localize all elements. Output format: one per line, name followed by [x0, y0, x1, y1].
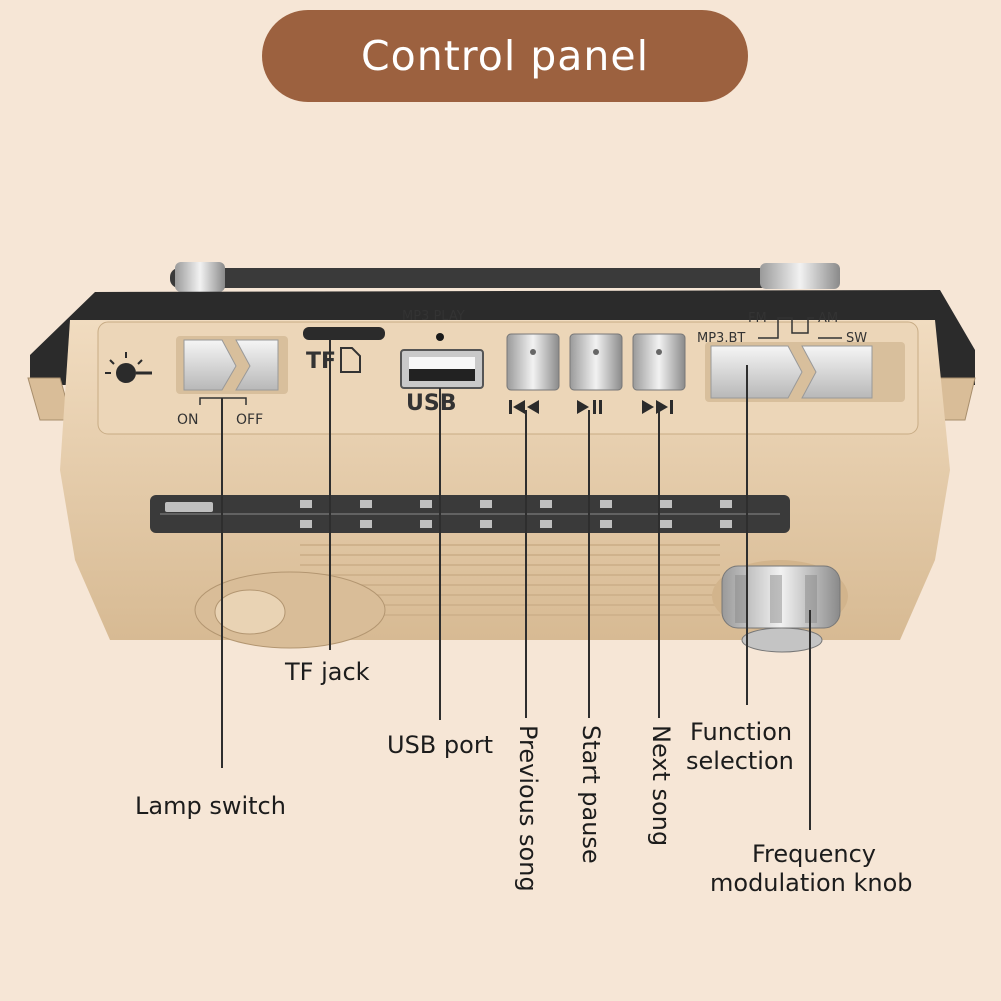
- next-button[interactable]: [632, 333, 686, 391]
- previous-button[interactable]: [506, 333, 560, 391]
- next-song-label: Next song: [647, 725, 675, 847]
- callout-lines: [221, 340, 811, 830]
- lamp-switch[interactable]: [176, 336, 288, 394]
- lamp-icon: [105, 352, 152, 383]
- usb-label: USB: [406, 391, 456, 416]
- usb-port[interactable]: [400, 349, 484, 389]
- function-selector-switch[interactable]: [705, 342, 905, 402]
- previous-icon: [509, 400, 539, 414]
- sd-card-icon: [340, 347, 361, 373]
- lamp-switch-label: Lamp switch: [135, 792, 286, 820]
- play-pause-icon: [577, 400, 602, 414]
- antenna: [170, 262, 840, 292]
- indicator-led: [436, 333, 444, 341]
- tf-label: TF: [306, 349, 336, 374]
- frequency-knob-label-line2: modulation knob: [710, 869, 913, 897]
- previous-song-label: Previous song: [514, 725, 542, 892]
- play-pause-button[interactable]: [569, 333, 623, 391]
- tf-slot[interactable]: [303, 327, 385, 340]
- page-title: Control panel: [262, 10, 748, 102]
- am-label: AM: [818, 311, 838, 326]
- start-pause-label: Start pause: [577, 725, 605, 864]
- on-label: ON: [177, 412, 199, 428]
- off-label: OFF: [236, 412, 263, 428]
- fm-label: FM: [748, 311, 767, 326]
- function-selection-label-line1: Function: [690, 718, 793, 746]
- function-selection-label-line2: selection: [686, 747, 794, 775]
- frequency-knob-label-line1: Frequency: [752, 840, 876, 868]
- usb-port-label: USB port: [387, 731, 494, 759]
- mp3-play-label: MP3 PLAY: [402, 309, 465, 324]
- tf-jack-label: TF jack: [285, 658, 370, 686]
